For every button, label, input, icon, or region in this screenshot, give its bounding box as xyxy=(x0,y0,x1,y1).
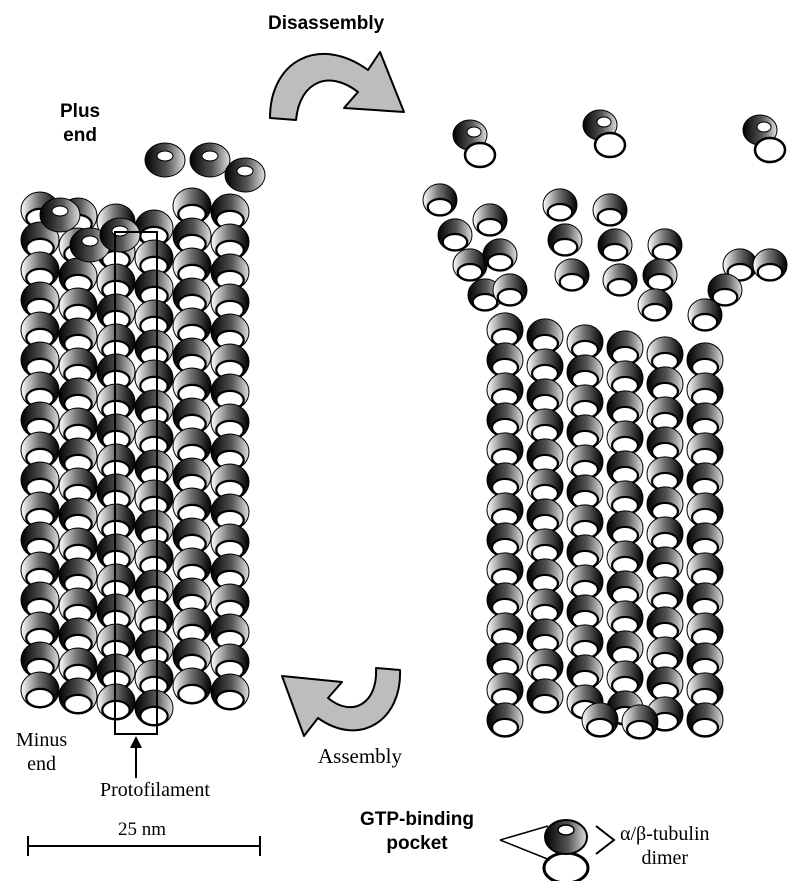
plus-end-pocket xyxy=(237,166,253,176)
tubulin-subunit-face xyxy=(603,244,627,260)
tubulin-subunit-face xyxy=(458,264,482,280)
dimer-bracket xyxy=(596,826,614,854)
tubulin-subunit-face xyxy=(598,209,622,225)
free-dimer-bottom xyxy=(465,143,495,167)
tubulin-subunit-face xyxy=(627,721,653,738)
tubulin-subunit-face xyxy=(488,254,512,270)
plus-end-label: Plus end xyxy=(60,100,100,148)
tubulin-subunit-face xyxy=(560,274,584,290)
microtubule-disassembling xyxy=(423,184,787,739)
microtubule-intact xyxy=(21,143,265,726)
tubulin-subunit-face xyxy=(532,695,558,712)
tubulin-subunit-face xyxy=(478,219,502,235)
free-tubulin-dimers xyxy=(453,110,785,167)
tubulin-subunit-face xyxy=(608,279,632,295)
dimer-label: α/β-tubulin dimer xyxy=(620,822,710,870)
curved-arrow-icon xyxy=(282,668,400,736)
tubulin-subunit-face xyxy=(758,264,782,280)
free-dimer-bottom xyxy=(595,133,625,157)
tubulin-subunit-face xyxy=(64,695,91,713)
gtp-pointer-lines xyxy=(500,826,550,860)
tubulin-subunit-face xyxy=(473,294,497,310)
gtp-pocket-label: GTP-binding pocket xyxy=(360,808,474,856)
tubulin-subunit-face xyxy=(548,204,572,220)
protofilament-label: Protofilament xyxy=(100,778,210,802)
tubulin-subunit-face xyxy=(587,719,613,736)
assembly-label: Assembly xyxy=(318,744,402,768)
tubulin-subunit-face xyxy=(648,274,672,290)
tubulin-subunit-face xyxy=(443,234,467,250)
tubulin-subunit-face xyxy=(643,304,667,320)
tubulin-subunit-face xyxy=(693,314,717,330)
plus-end-pocket xyxy=(52,206,68,216)
free-dimer-pocket xyxy=(467,127,481,137)
plus-end-pocket xyxy=(202,151,218,161)
tubulin-dimer-icon xyxy=(544,820,588,881)
tubulin-subunit-face xyxy=(428,199,452,215)
plus-end-pocket xyxy=(82,236,98,246)
curved-arrow-icon xyxy=(270,52,404,120)
tubulin-subunit-face xyxy=(653,244,677,260)
tubulin-subunit-face xyxy=(216,691,243,709)
tubulin-subunit-face xyxy=(498,289,522,305)
free-dimer-pocket xyxy=(757,122,771,132)
protofilament-pointer-head xyxy=(130,736,142,748)
plus-end-pocket xyxy=(157,151,173,161)
tubulin-subunit-face xyxy=(140,707,167,725)
tubulin-subunit-face xyxy=(492,719,518,736)
scale-label: 25 nm xyxy=(118,818,166,842)
tubulin-subunit-face xyxy=(692,719,718,736)
disassembly-label: Disassembly xyxy=(268,12,384,36)
free-dimer-pocket xyxy=(597,117,611,127)
free-dimer-bottom xyxy=(755,138,785,162)
tubulin-subunit-face xyxy=(26,689,53,707)
tubulin-subunit-face xyxy=(553,239,577,255)
minus-end-label: Minus end xyxy=(16,728,67,776)
tubulin-subunit-face xyxy=(178,685,205,703)
